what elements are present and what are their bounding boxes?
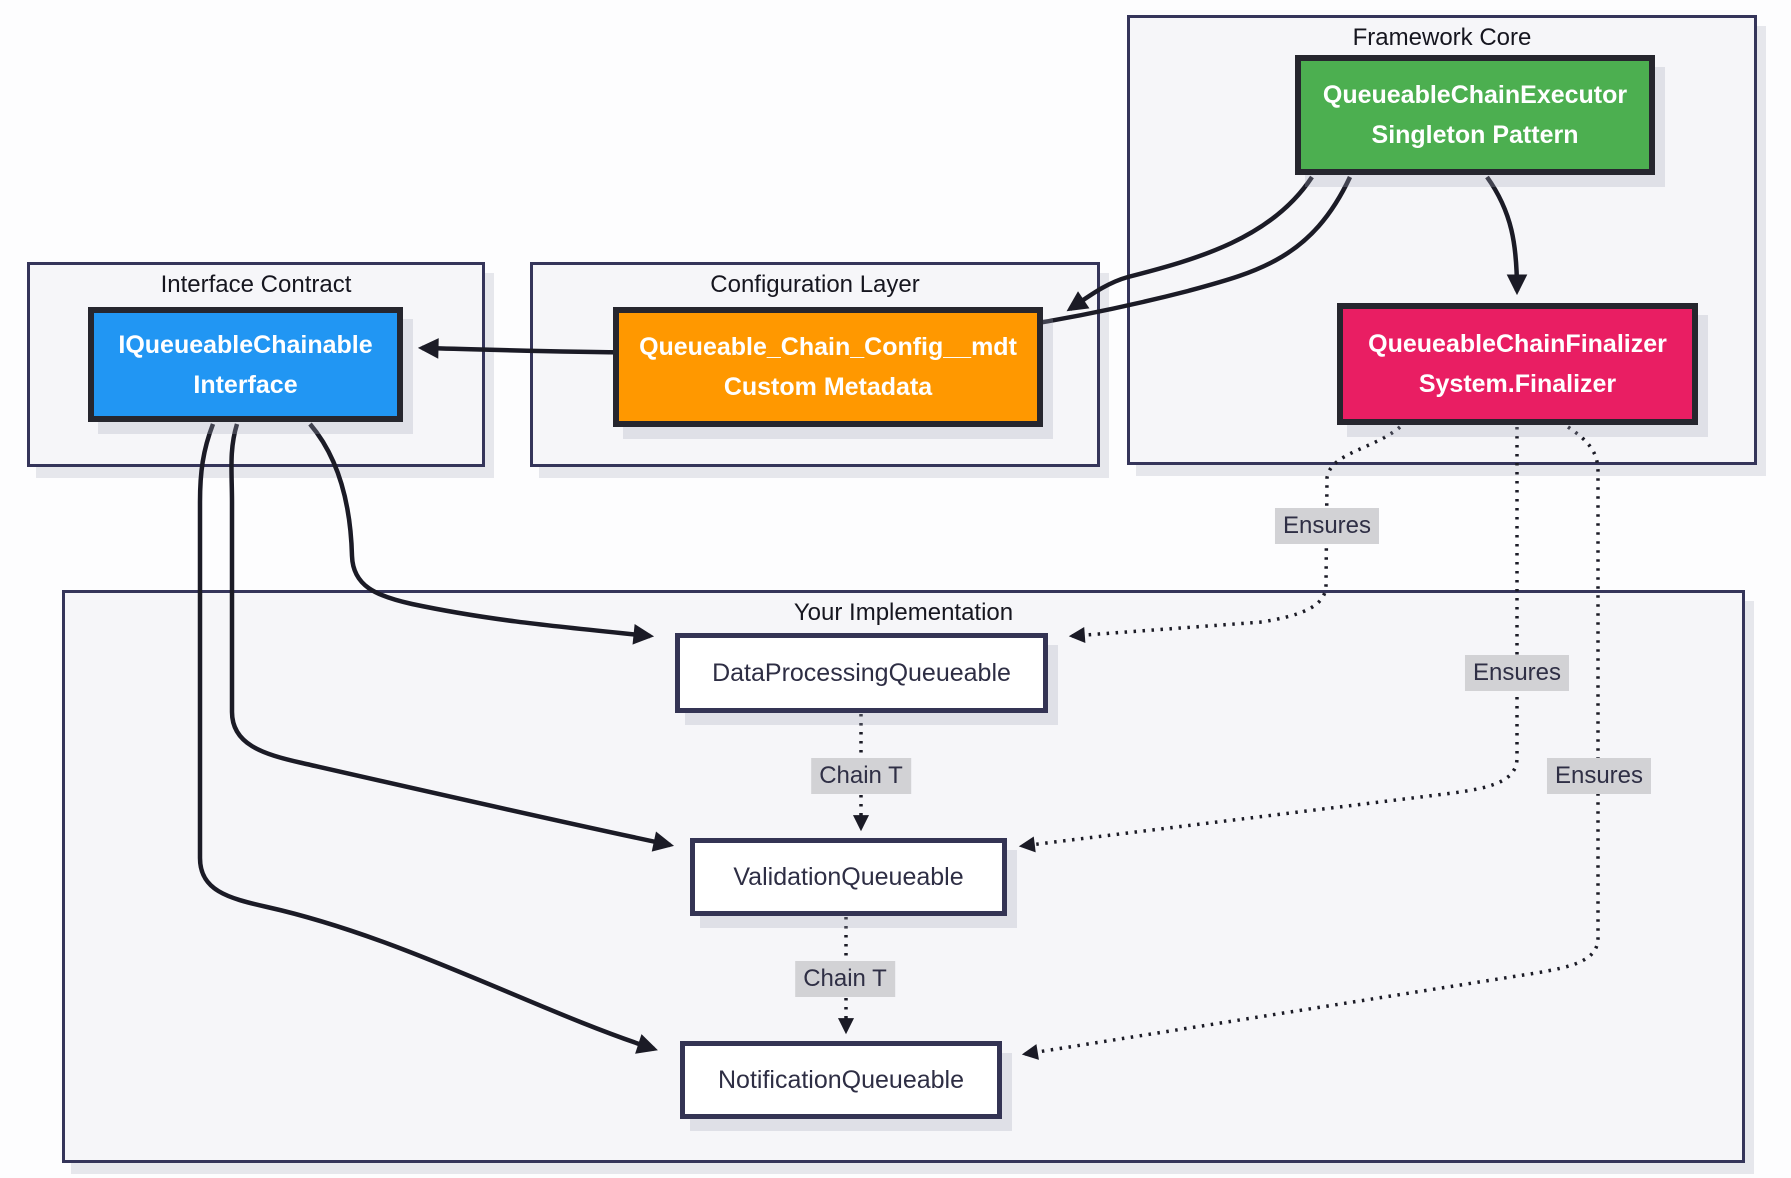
edge-label-chain-t-2: Chain T: [795, 961, 895, 997]
node-label: DataProcessingQueueable: [712, 659, 1011, 687]
node-label: ValidationQueueable: [733, 863, 964, 891]
edge-label-chain-t-1: Chain T: [811, 758, 911, 794]
edge-label-ensures-validation: Ensures: [1464, 655, 1570, 691]
edge-label-ensures-notification: Ensures: [1546, 758, 1652, 794]
container-title-your-implementation: Your Implementation: [793, 599, 1014, 626]
container-title-framework-core: Framework Core: [1352, 24, 1532, 51]
node-label: NotificationQueueable: [718, 1066, 964, 1094]
node-sublabel: Singleton Pattern: [1371, 121, 1579, 149]
node-label: QueueableChainExecutor: [1322, 81, 1628, 109]
node-label: IQueueableChainable: [118, 330, 373, 359]
node-data-processing-queueable: DataProcessingQueueable: [675, 633, 1048, 713]
node-label: Queueable_Chain_Config__mdt: [639, 333, 1017, 361]
node-notification-queueable: NotificationQueueable: [680, 1041, 1002, 1119]
node-validation-queueable: ValidationQueueable: [690, 838, 1007, 916]
container-title-configuration-layer: Configuration Layer: [710, 271, 920, 298]
node-queueable-chain-executor: QueueableChainExecutor Singleton Pattern: [1295, 55, 1655, 175]
node-queueable-chain-finalizer: QueueableChainFinalizer System.Finalizer: [1337, 303, 1698, 425]
node-label: QueueableChainFinalizer: [1368, 330, 1667, 358]
node-iqueueable-chainable: IQueueableChainable Interface: [88, 307, 403, 422]
node-sublabel: Custom Metadata: [723, 373, 933, 401]
node-sublabel: Interface: [193, 370, 298, 399]
edge-label-ensures-dataprocessing: Ensures: [1274, 508, 1380, 544]
node-sublabel: System.Finalizer: [1418, 370, 1617, 398]
container-title-interface-contract: Interface Contract: [160, 271, 352, 298]
node-queueable-chain-config-mdt: Queueable_Chain_Config__mdt Custom Metad…: [613, 307, 1043, 427]
